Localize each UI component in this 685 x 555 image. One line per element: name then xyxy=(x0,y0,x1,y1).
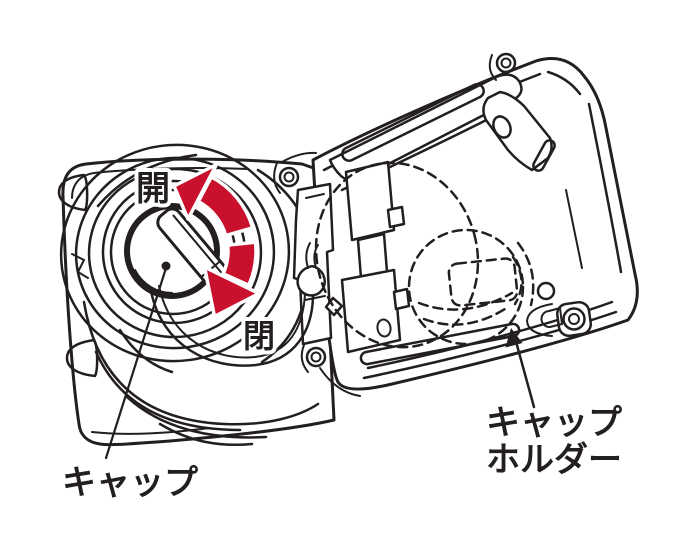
rotate-close-arrow xyxy=(221,240,258,287)
rotation-arrows xyxy=(172,162,261,319)
rotate-open-arrowhead xyxy=(172,162,219,221)
cap-holder-dashed-outline xyxy=(314,161,535,349)
hinge-screw-top xyxy=(278,166,300,188)
label-close: 閉 xyxy=(243,317,275,355)
hinge-pin xyxy=(495,52,517,74)
lid-bottom-slot xyxy=(359,322,521,366)
lid-stop-bolt xyxy=(555,300,593,338)
panel-cutout-top xyxy=(57,173,89,212)
stored-cap-dashed xyxy=(407,228,525,346)
cap-rim xyxy=(124,203,220,299)
label-cap-holder-line1: キャップ xyxy=(486,403,622,443)
holder-leader-line xyxy=(513,336,536,409)
label-open: 開 xyxy=(136,169,170,209)
label-cap: キャップ xyxy=(62,463,198,503)
panel-cutout-bottom xyxy=(65,338,99,378)
leader-lines xyxy=(104,266,536,460)
label-cap-holder-line2: ホルダー xyxy=(486,440,622,480)
tether-grommet xyxy=(296,265,326,297)
holder-arrowhead xyxy=(505,328,523,348)
hinge-screw-bottom xyxy=(305,346,327,368)
rotate-close-arrowhead xyxy=(202,265,261,319)
cap-center-dot xyxy=(161,261,171,271)
holder-recess-dashed xyxy=(314,161,480,349)
cap-leader-line xyxy=(104,266,168,460)
